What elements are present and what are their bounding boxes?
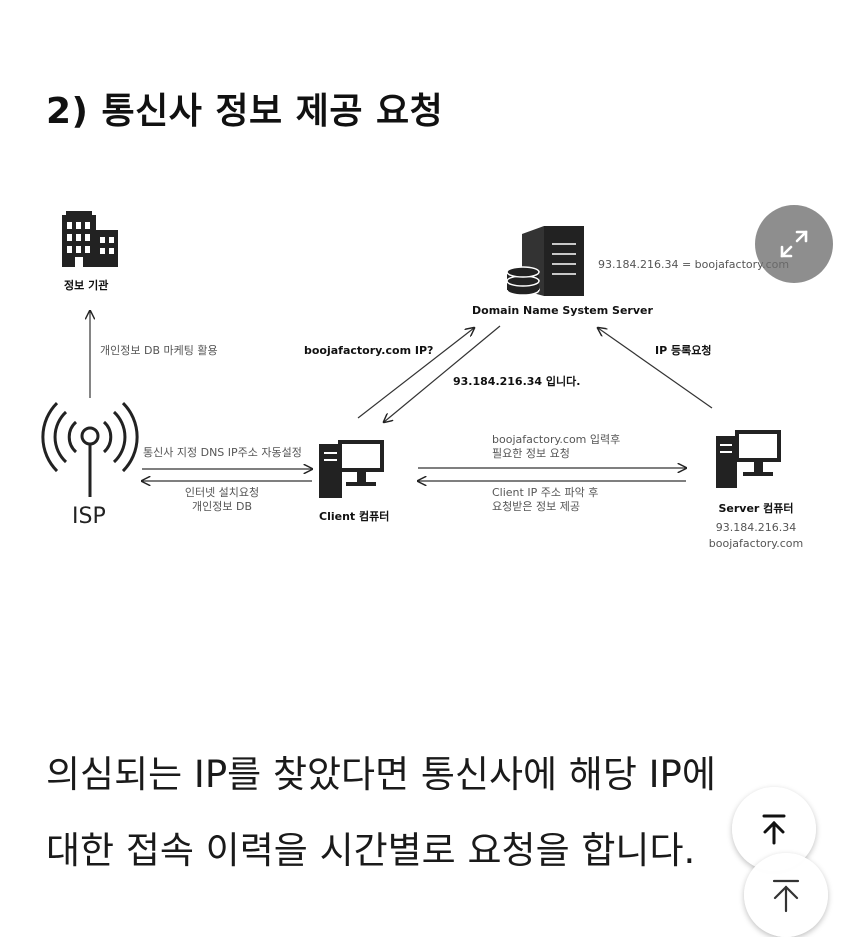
antenna-icon [41,401,139,497]
expand-image-button[interactable] [755,205,833,283]
section-heading: 2) 통신사 정보 제공 요청 [46,91,444,132]
client-computer-icon [319,440,384,498]
isp-to-client-label: 통신사 지정 DNS IP주소 자동설정 [143,446,302,459]
isp-to-agency-label: 개인정보 DB 마케팅 활용 [100,344,218,357]
server-computer-icon [716,430,781,488]
client-to-isp-line2: 개인정보 DB [192,500,252,513]
server-to-client-label: Client IP 주소 파악 후 요청받은 정보 제공 [492,486,598,514]
isp-label: ISP [72,504,106,529]
client-to-isp-line1: 인터넷 설치요청 [184,486,260,499]
info-agency-label: 정보 기관 [64,279,109,292]
paragraph-line-1: 의심되는 IP를 찾았다면 통신사에 해당 IP에 [46,753,716,796]
scroll-up-button[interactable] [744,853,828,937]
server-to-client-line2: 요청받은 정보 제공 [492,500,580,513]
building-icon [62,211,118,267]
arrow-up-bar-icon [762,814,786,845]
client-to-isp-label: 인터넷 설치요청 개인정보 DB [182,486,262,514]
paragraph-line-2: 대한 접속 이력을 시간별로 요청을 합니다. [46,829,696,872]
server-domain-label: boojafactory.com [708,537,804,550]
network-diagram: 정보 기관 개인정보 DB 마케팅 활용 ISP 통신사 지정 DNS IP주소… [0,190,850,570]
dns-reply-label: 93.184.216.34 입니다. [453,375,581,388]
client-label: Client 컴퓨터 [319,510,390,523]
client-to-server-line1: boojafactory.com 입력후 [492,433,621,446]
arrow-up-icon [772,879,800,913]
dns-mapping-label: 93.184.216.34 = boojafactory.com [598,258,790,271]
server-ip-label: 93.184.216.34 [715,521,797,534]
client-to-server-line2: 필요한 정보 요청 [492,447,570,460]
server-to-client-line1: Client IP 주소 파악 후 [492,486,599,499]
client-to-server-label: boojafactory.com 입력후 필요한 정보 요청 [492,433,620,461]
ip-register-label: IP 등록요청 [655,344,712,357]
dns-server-icon [506,226,584,296]
dns-server-label: Domain Name System Server [472,304,653,317]
client-query-label: boojafactory.com IP? [304,344,434,357]
server-label: Server 컴퓨터 [718,502,794,515]
expand-icon [780,230,808,258]
diagram-canvas [41,211,781,498]
